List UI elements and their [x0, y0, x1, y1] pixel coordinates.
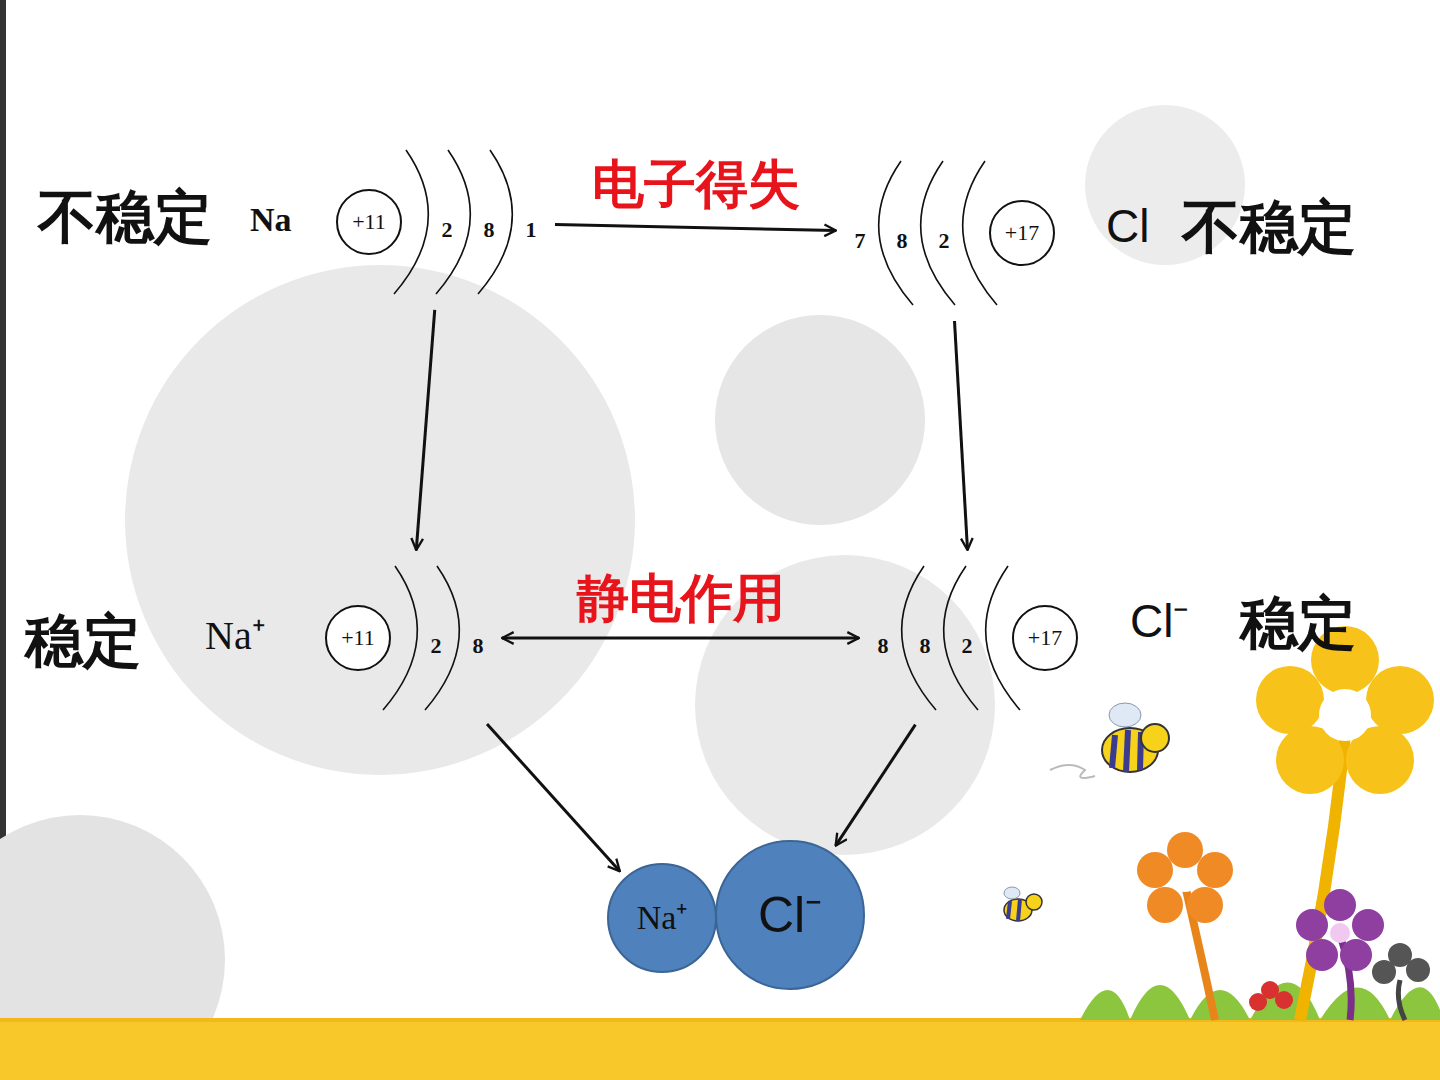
electron-shell: [879, 161, 913, 305]
nucleus-circle: +11: [325, 605, 391, 671]
shell-electron-count: 7: [855, 230, 866, 252]
state-label: 稳定: [1240, 594, 1356, 652]
nuclear-charge: +11: [352, 209, 386, 235]
reaction-arrow: [487, 724, 620, 871]
edge-label: 电子得失: [592, 158, 800, 210]
reaction-arrow: [502, 637, 859, 640]
reaction-arrow: [555, 224, 836, 230]
ion-ball: Cl⁻: [715, 840, 865, 990]
shell-electron-count: 8: [878, 635, 889, 657]
shell-electron-count: 1: [526, 219, 537, 241]
reaction-arrow: [836, 725, 916, 846]
shell-electron-count: 8: [473, 635, 484, 657]
electron-shell: [921, 161, 955, 305]
shell-electron-count: 2: [962, 635, 973, 657]
nucleus-circle: +17: [989, 200, 1055, 266]
element-symbol: Na⁺: [205, 616, 266, 656]
shell-electron-count: 2: [431, 635, 442, 657]
atom-shells: 7 8 2 +17: [844, 153, 1055, 313]
state-label: 稳定: [25, 612, 141, 670]
ion-ball: Na⁺: [607, 863, 717, 973]
electron-shell: [478, 150, 512, 294]
atom-shells: 2 8 +11: [325, 558, 494, 718]
element-symbol: Cl: [1106, 203, 1149, 249]
nuclear-charge: +17: [1028, 625, 1062, 651]
nuclear-charge: +17: [1005, 220, 1039, 246]
nucleus-circle: +11: [336, 189, 402, 255]
reaction-arrow: [416, 310, 434, 550]
shell-electron-count: 8: [484, 219, 495, 241]
state-label: 不稳定: [1182, 198, 1356, 256]
element-symbol: Na: [250, 203, 292, 237]
ion-symbol: Cl⁻: [758, 890, 822, 940]
shell-electron-count: 2: [442, 219, 453, 241]
shell-electron-count: 8: [920, 635, 931, 657]
shell-electron-count: 2: [939, 230, 950, 252]
element-symbol: Cl⁻: [1130, 598, 1189, 644]
ion-symbol: Na⁺: [637, 901, 688, 935]
shell-electron-count: 8: [897, 230, 908, 252]
reaction-arrow: [954, 321, 967, 550]
electron-shell: [944, 566, 978, 710]
electron-shell: [902, 566, 936, 710]
edge-label: 静电作用: [577, 572, 785, 624]
atom-shells: 8 8 2 +17: [867, 558, 1078, 718]
nuclear-charge: +11: [341, 625, 375, 651]
atom-shells: 2 8 1 +11: [336, 142, 547, 302]
electron-shell: [425, 566, 459, 710]
state-label: 不稳定: [38, 188, 212, 246]
nucleus-circle: +17: [1012, 605, 1078, 671]
electron-shell: [436, 150, 470, 294]
